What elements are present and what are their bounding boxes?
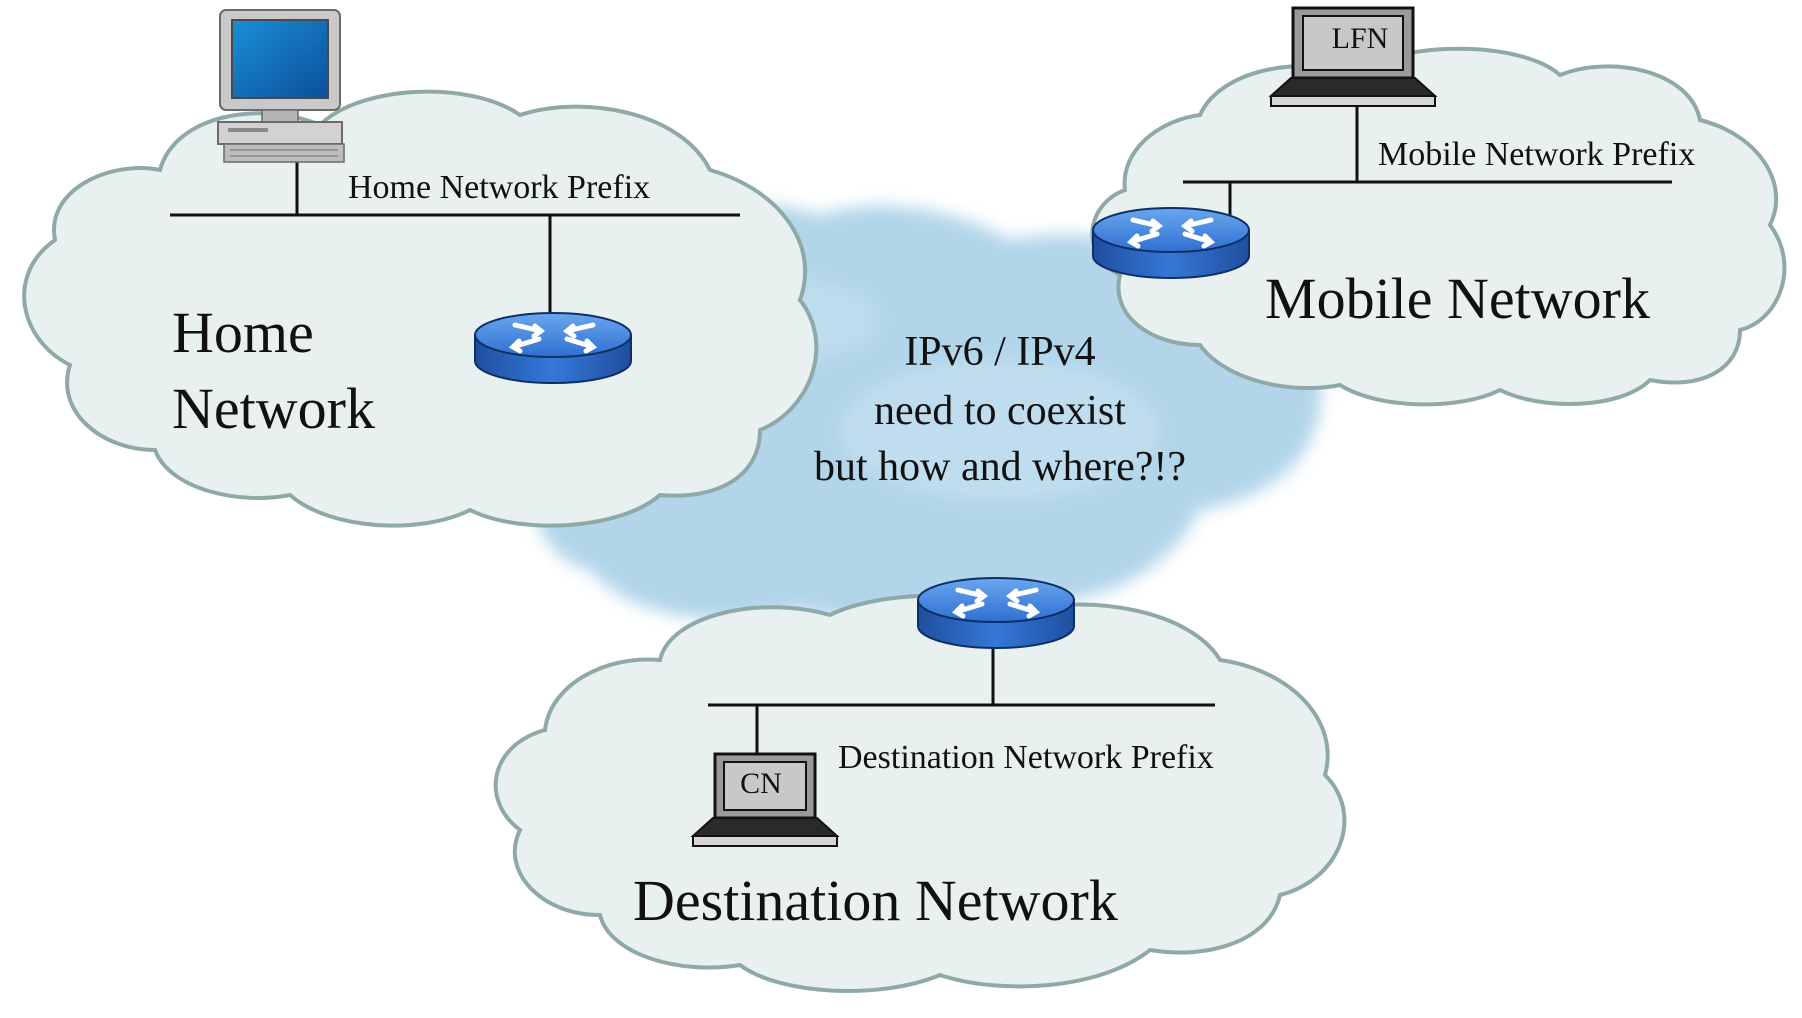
- destination-network-prefix-label: Destination Network Prefix: [838, 739, 1214, 776]
- mobile-router-icon: [1093, 208, 1249, 278]
- home-network-title-line2: Network: [172, 376, 375, 441]
- destination-router-icon: [918, 578, 1074, 648]
- laptop-lfn-icon: [1268, 6, 1438, 107]
- home-router-icon: [475, 313, 631, 383]
- internet-text-line1: IPv6 / IPv4: [904, 329, 1095, 375]
- laptop-cn-label: CN: [740, 767, 782, 800]
- home-network-title-line1: Home: [172, 300, 314, 365]
- internet-text-line3: but how and where?!?: [814, 444, 1186, 490]
- home-network-prefix-label: Home Network Prefix: [348, 169, 650, 206]
- laptop-lfn-label: LFN: [1332, 22, 1389, 55]
- internet-text-line2: need to coexist: [874, 388, 1126, 434]
- desktop-computer-icon: [217, 9, 345, 163]
- destination-network-title: Destination Network: [633, 868, 1118, 933]
- mobile-network-prefix-label: Mobile Network Prefix: [1378, 136, 1695, 173]
- mobile-network-title: Mobile Network: [1265, 266, 1650, 331]
- mobile-network-cloud: [1090, 46, 1787, 407]
- laptop-cn-icon: [690, 752, 840, 847]
- home-network-cloud: [22, 89, 819, 528]
